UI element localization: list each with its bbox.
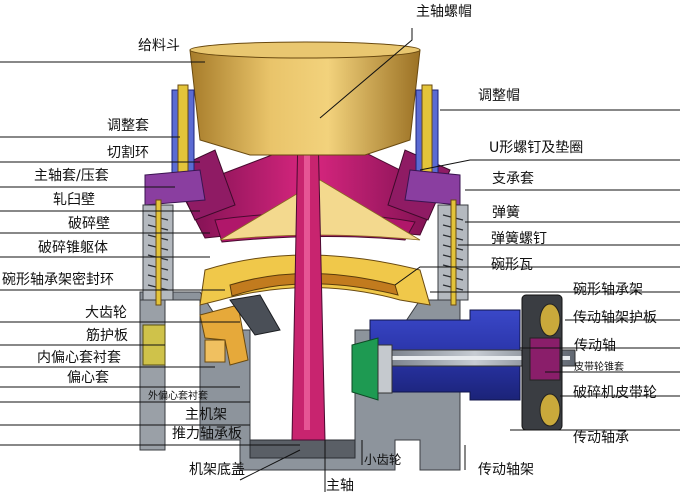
small-gear-shape: [351, 337, 379, 401]
spring-bolt-left: [155, 199, 162, 306]
label-drive-frame: 传动轴架: [478, 462, 534, 478]
frame-bottom-cover: [249, 439, 356, 459]
label-adjust-cap: 调整帽: [478, 88, 520, 104]
label-pulley-sleeve: 皮带轮锥套: [574, 362, 624, 373]
label-frame-cover: 机架底盖: [189, 462, 245, 478]
main-shaft-highlight: [304, 140, 310, 430]
adjust-cap-right: [421, 84, 433, 186]
label-main-shaft: 主轴: [326, 478, 354, 494]
label-drive-bearing: 传动轴承: [573, 430, 629, 446]
small-gear-hub: [377, 344, 393, 394]
label-eccentric: 偏心套: [67, 370, 109, 386]
drive-shaft-bore: [380, 356, 570, 360]
pulley-groove-2: [539, 393, 561, 427]
label-rib-plate: 筋护板: [86, 328, 128, 344]
label-u-bolt: U形螺钉及垫圈: [489, 140, 584, 156]
label-feed-hopper: 给料斗: [138, 38, 180, 54]
label-bowl-seal: 碗形轴承架密封环: [2, 272, 114, 288]
label-outer-bush: 外偏心套衬套: [148, 391, 208, 402]
spring-bolt-right: [450, 199, 457, 306]
label-bowl-bearing: 碗形轴承架: [573, 282, 643, 298]
label-drive-shaft: 传动轴: [574, 338, 616, 354]
leader-lines: [0, 28, 680, 492]
adjust-cap-left: [177, 84, 189, 186]
label-small-gear: 小齿轮: [364, 452, 402, 467]
pulley-groove-1: [539, 303, 561, 337]
label-spring-bolt: 弹簧螺钉: [491, 231, 547, 247]
label-main-frame: 主机架: [185, 407, 227, 423]
label-adjust-sleeve: 调整套: [107, 118, 149, 134]
label-cone-body: 破碎锥躯体: [38, 240, 108, 256]
label-main-nut: 主轴螺帽: [416, 4, 472, 20]
bowl-tile-shape: [229, 273, 399, 297]
label-concave: 破碎壁: [68, 216, 110, 232]
feed-hopper-shape: [189, 49, 421, 156]
label-inner-bush: 内偏心套衬套: [37, 350, 121, 366]
big-gear-shape: [229, 294, 281, 336]
label-bowl-tile: 碗形瓦: [491, 257, 533, 273]
label-mantle: 轧臼壁: [53, 192, 95, 208]
label-cutting-ring: 切割环: [107, 145, 149, 161]
label-spring: 弹簧: [492, 205, 520, 221]
pulley-hub: [529, 337, 561, 381]
inner-bush-shape: [204, 339, 226, 363]
feed-hopper-rim: [189, 41, 421, 59]
label-support-sleeve: 支承套: [492, 171, 534, 187]
label-shaft-sleeve: 主轴套/压套: [34, 168, 109, 184]
label-big-gear: 大齿轮: [85, 305, 127, 321]
label-pulley: 破碎机皮带轮: [573, 385, 657, 401]
label-guard-plate: 传动轴架护板: [573, 310, 657, 326]
label-thrust-plate: 推力轴承板: [172, 426, 242, 442]
